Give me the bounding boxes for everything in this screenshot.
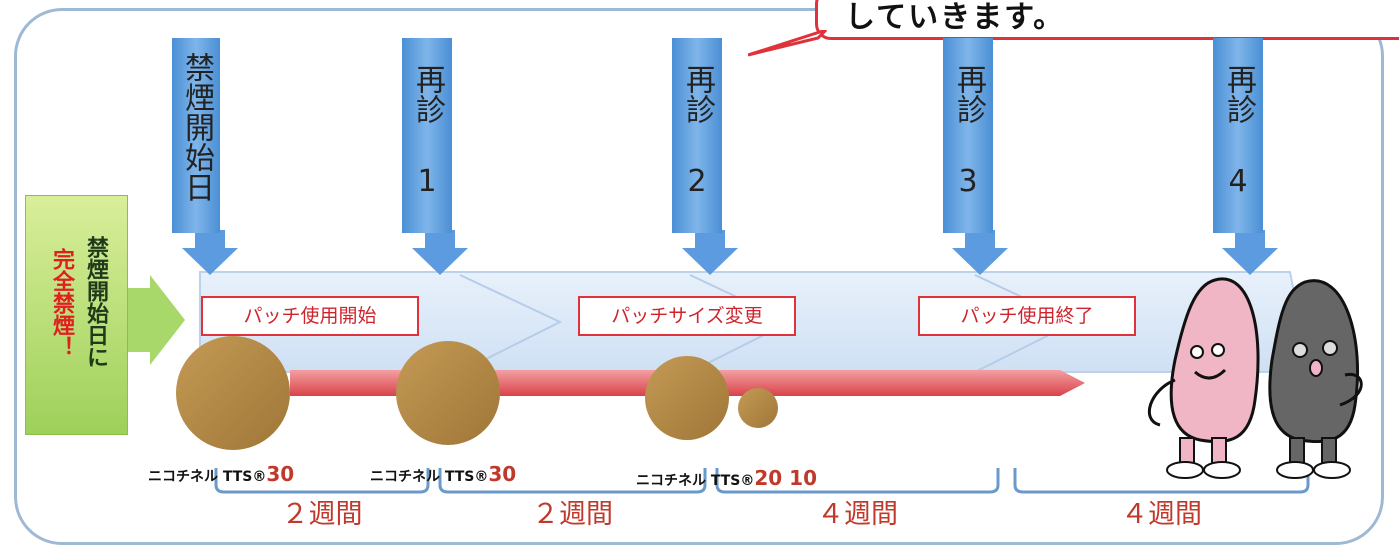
visit-bar-4: 再診 4 <box>1213 38 1263 233</box>
patch-name: ニコチネル TTS <box>148 469 253 485</box>
callout-tail <box>748 30 828 57</box>
patch-mark: ® <box>474 469 489 485</box>
duration-1: ２週間 <box>281 499 363 530</box>
patch-label-2: ニコチネル TTS®30 <box>370 462 516 486</box>
visit-number: 3 <box>958 164 978 199</box>
visit-number: 4 <box>1228 164 1248 199</box>
duration-3: ４週間 <box>817 499 898 530</box>
speech-callout <box>815 0 1399 40</box>
duration-4: ４週間 <box>1121 499 1202 530</box>
duration-2: ２週間 <box>532 499 613 530</box>
visit-number: 1 <box>417 164 437 199</box>
patch-mark: ® <box>252 469 267 485</box>
patch-mark: ® <box>740 473 755 489</box>
visit-label: 再診 <box>680 64 715 124</box>
visit-label: 再診 <box>410 64 445 124</box>
patch-size: 30 <box>266 462 295 486</box>
visit-label: 再診 <box>951 64 986 124</box>
visit-bar-start: 禁煙開始日 <box>172 38 220 233</box>
stage-label-change: パッチサイズ変更 <box>578 296 796 336</box>
visit-bar-1: 再診 1 <box>402 38 452 233</box>
visit-number: 2 <box>687 164 707 199</box>
start-note-line1: 禁煙開始日に <box>83 236 108 368</box>
visit-bar-3: 再診 3 <box>943 38 993 233</box>
visit-label: 再診 <box>1221 64 1256 124</box>
start-note-line2: 完全禁煙！ <box>49 248 74 358</box>
pink-lung-character-icon <box>1147 277 1260 479</box>
stage-label-end: パッチ使用終了 <box>918 296 1136 336</box>
patch-label-3: ニコチネル TTS®20 10 <box>636 466 817 490</box>
patch-size: 20 10 <box>754 466 818 490</box>
stage-label-start: パッチ使用開始 <box>201 296 419 336</box>
patch-size: 30 <box>488 462 517 486</box>
patch-name: ニコチネル TTS <box>636 473 741 489</box>
start-day-note: 禁煙開始日に 完全禁煙！ <box>25 195 128 435</box>
patch-label-1: ニコチネル TTS®30 <box>148 462 294 486</box>
callout-text: していきます。 <box>845 0 1066 35</box>
visit-label: 禁煙開始日 <box>179 52 214 202</box>
patch-name: ニコチネル TTS <box>370 469 475 485</box>
visit-bar-2: 再診 2 <box>672 38 722 233</box>
gray-lung-character-icon <box>1268 279 1363 479</box>
